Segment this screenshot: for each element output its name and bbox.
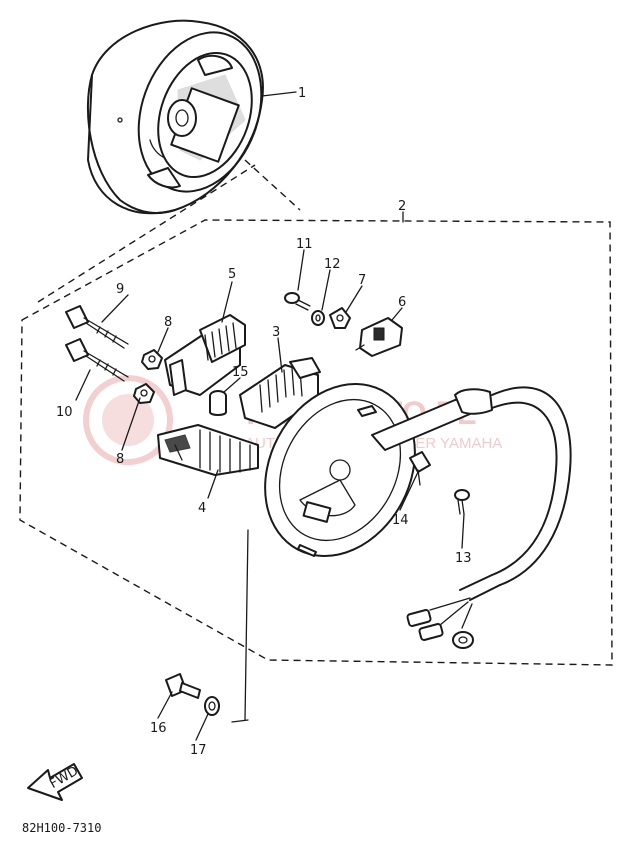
bolt-16 xyxy=(165,673,201,699)
forward-arrow: FWD xyxy=(27,763,83,801)
clamp-7 xyxy=(329,307,351,329)
callout-17: 17 xyxy=(190,743,207,758)
pickup-coil-6 xyxy=(355,317,403,357)
nut-8-lower xyxy=(133,383,155,404)
callout-16: 16 xyxy=(150,721,167,736)
washer-17 xyxy=(204,696,220,716)
callout-9: 9 xyxy=(116,282,124,297)
callout-1: 1 xyxy=(298,86,306,101)
callout-4: 4 xyxy=(198,501,206,516)
coil-5 xyxy=(164,314,246,396)
callout-12: 12 xyxy=(324,257,341,272)
diagram-code: 82H100-7310 xyxy=(22,821,101,835)
washer-12 xyxy=(311,310,325,326)
leader-lines xyxy=(75,91,465,741)
callout-7: 7 xyxy=(358,273,366,288)
callout-labels: 1 2 3 4 5 6 7 8 8 9 10 11 12 13 14 15 16… xyxy=(56,86,472,758)
screw-11 xyxy=(284,292,311,311)
stator-assembly-boundary xyxy=(19,159,613,723)
rotor-assembly xyxy=(86,19,264,215)
bolt-10 xyxy=(65,338,129,382)
spacer-15 xyxy=(209,390,227,416)
callout-11: 11 xyxy=(296,237,313,252)
callout-8-lower: 8 xyxy=(116,452,124,467)
nut-8-upper xyxy=(141,349,163,370)
callout-6: 6 xyxy=(398,295,406,310)
screw-13 xyxy=(454,489,470,515)
callout-8-upper: 8 xyxy=(164,315,172,330)
stator-base-plate xyxy=(264,383,416,557)
wire-harness xyxy=(371,386,572,649)
callout-3: 3 xyxy=(272,325,280,340)
bolt-9 xyxy=(65,305,129,349)
callout-14: 14 xyxy=(392,513,409,528)
callout-13: 13 xyxy=(455,551,472,566)
wire-clip-14 xyxy=(409,451,431,486)
coil-4 xyxy=(157,424,259,476)
callout-10: 10 xyxy=(56,405,73,420)
callout-15: 15 xyxy=(232,365,249,380)
callout-5: 5 xyxy=(228,267,236,282)
callout-2: 2 xyxy=(398,199,406,214)
